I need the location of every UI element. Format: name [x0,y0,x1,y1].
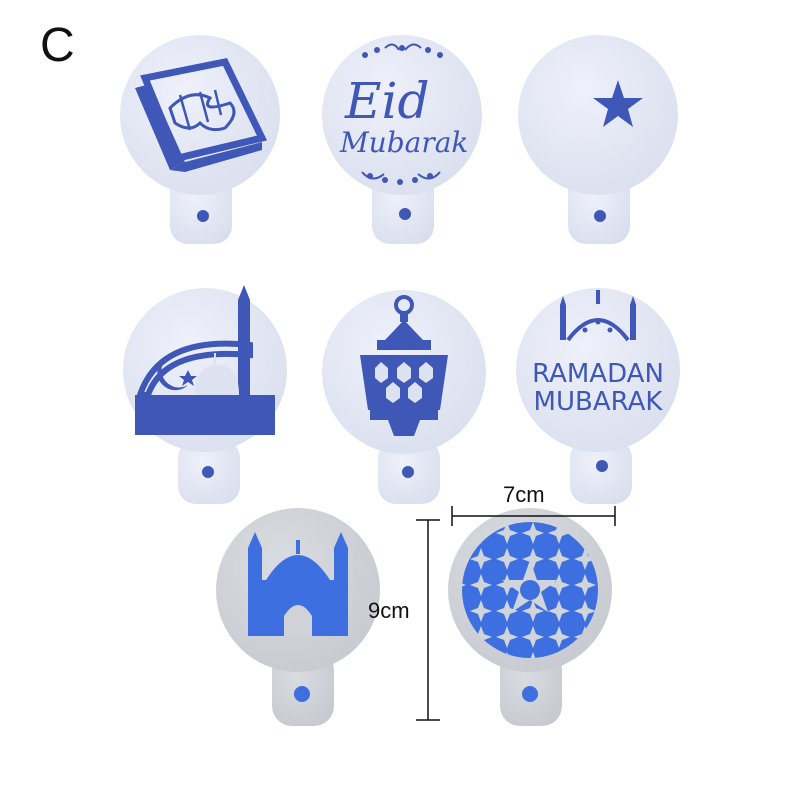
ornament-top-icon [362,43,443,58]
corner-label: C [40,19,75,72]
star-icon [593,80,643,127]
crescent-star-stencil [518,35,678,244]
ornament-bottom-icon [361,171,441,185]
mosque-dome-icon [560,290,636,342]
lantern-stencil [322,290,486,504]
width-dimension-line [451,506,616,526]
mosque-silhouette-icon [248,532,348,636]
quran-book-stencil [120,35,280,244]
book-icon [135,58,268,172]
width-label: 7cm [503,482,545,507]
crescent-icon [157,355,197,391]
mubarak-script-text: Mubarak [339,126,468,159]
height-label: 9cm [368,598,410,623]
mosque-crescent-stencil [123,285,287,504]
hexagon-pattern [375,362,433,403]
rosette-icon [502,560,558,612]
eid-mubarak-stencil: Eid Mubarak [322,35,482,244]
geometric-pattern-stencil [448,508,612,726]
ramadan-text: RAMADAN [532,359,664,389]
mubarak-text: MUBARAK [534,387,664,417]
ramadan-mubarak-stencil: RAMADAN MUBARAK [516,288,680,504]
height-dimension-line [416,519,440,721]
eid-text: Eid [344,72,430,130]
mosque-silhouette-stencil [216,508,380,726]
